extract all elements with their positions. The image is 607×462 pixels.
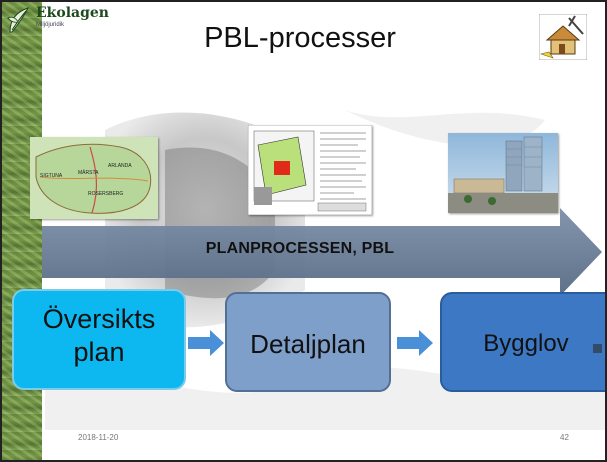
- leaf-logo-icon: [6, 6, 32, 34]
- map-label-marsta: MÄRSTA: [78, 169, 99, 176]
- map-thumbnail: SIGTUNA MÄRSTA ARLANDA ROSERSBERG: [30, 137, 158, 219]
- map-label-sigtuna: SIGTUNA: [40, 173, 63, 179]
- step-connector-arrow-2: [397, 330, 433, 356]
- brand-name: Ekolagen: [36, 5, 109, 21]
- brand-subtitle: Miljöjuridik: [36, 22, 65, 28]
- continuation-marker: [593, 344, 602, 353]
- step-connector-arrow-1: [188, 330, 224, 356]
- step-oversiktsplan: Översikts plan: [12, 289, 186, 390]
- step-oversiktsplan-line1: Översikts: [42, 304, 156, 334]
- footer-date: 2018-11-20: [78, 433, 119, 442]
- step-bygglov: Bygglov: [440, 292, 607, 392]
- building-photo-thumbnail: [448, 133, 558, 213]
- map-label-arlanda: ARLANDA: [108, 163, 132, 169]
- step-detaljplan: Detaljplan: [225, 292, 391, 392]
- process-arrow: [42, 208, 602, 296]
- footer-page-number: 42: [560, 433, 569, 442]
- sidebar-decoration: [0, 0, 42, 462]
- map-label-rosersberg: ROSERSBERG: [88, 191, 123, 197]
- step-oversiktsplan-line2: plan: [73, 337, 125, 367]
- detail-plan-thumbnail: [248, 125, 372, 215]
- house-construction-icon: [538, 13, 588, 61]
- process-arrow-label: PLANPROCESSEN, PBL: [205, 240, 395, 257]
- slide-title: PBL-processer: [204, 22, 396, 54]
- brand-logo: Ekolagen Miljöjuridik: [6, 6, 109, 34]
